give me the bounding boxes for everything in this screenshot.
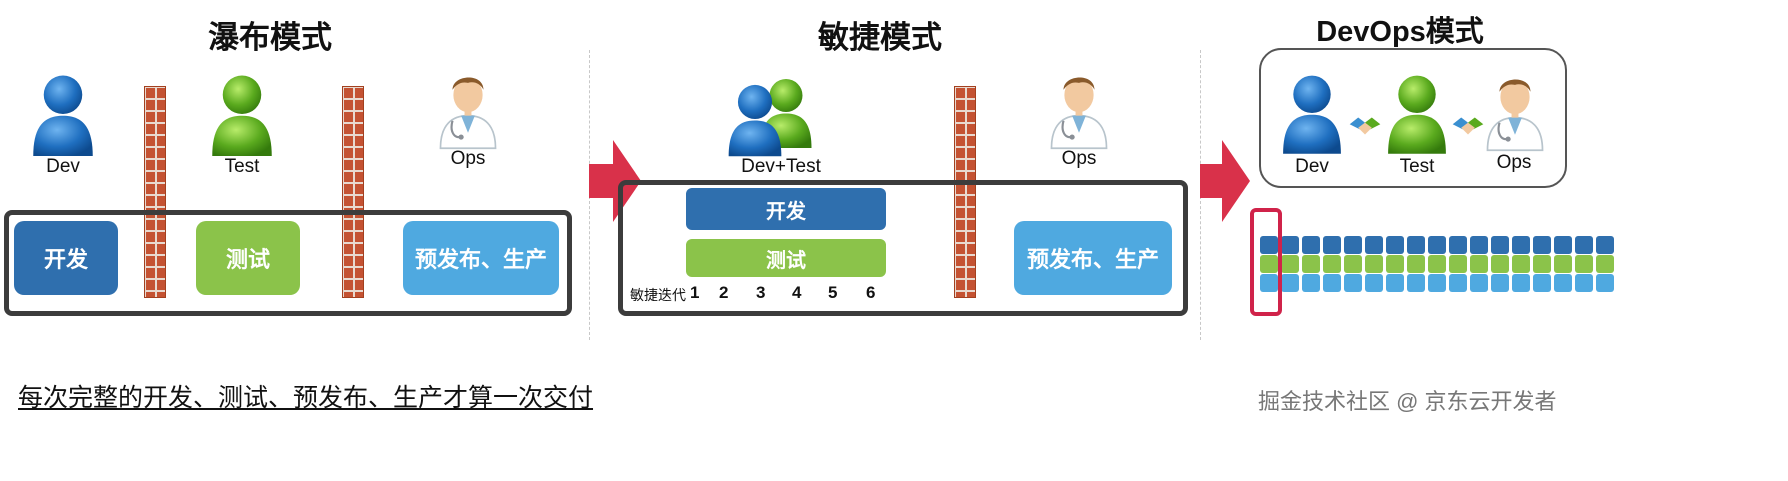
devops-dev-iterations <box>1260 236 1614 254</box>
dev-person-icon <box>1278 70 1346 156</box>
block-dev: 开发 <box>14 221 118 295</box>
iteration-cell <box>1323 255 1341 273</box>
role-label-test: Test <box>1399 156 1435 177</box>
iteration-cell <box>1386 274 1404 292</box>
ops-doctor-icon <box>1043 64 1115 150</box>
iteration-cell <box>1512 274 1530 292</box>
iteration-number: 5 <box>828 283 838 302</box>
footer-caption: 每次完整的开发、测试、预发布、生产才算一次交付 <box>18 384 594 412</box>
role-label-ops: Ops <box>1061 148 1097 169</box>
iteration-number: 3 <box>756 283 766 302</box>
iteration-cell <box>1323 274 1341 292</box>
watermark: 掘金技术社区 @ 京东云开发者 <box>1258 389 1557 414</box>
iteration-cell <box>1533 274 1551 292</box>
iteration-number: 2 <box>719 283 729 302</box>
test-person-icon <box>207 70 277 158</box>
iteration-cell <box>1575 255 1593 273</box>
single-iteration-highlight <box>1250 208 1282 316</box>
dev-person-icon <box>724 80 786 158</box>
iteration-cell <box>1491 274 1509 292</box>
waterfall-title: 瀑布模式 <box>208 20 332 55</box>
iteration-cell <box>1407 274 1425 292</box>
iteration-cell <box>1512 255 1530 273</box>
iteration-cell <box>1470 274 1488 292</box>
block-dev: 开发 <box>686 188 886 230</box>
iteration-cell <box>1449 236 1467 254</box>
role-label-dev: Dev <box>1295 156 1329 177</box>
role-label-dev-test: Dev+Test <box>741 156 821 177</box>
iteration-cell <box>1407 255 1425 273</box>
iteration-cell <box>1428 274 1446 292</box>
devops-title: DevOps模式 <box>1316 16 1484 48</box>
waterfall-delivery-frame <box>4 210 572 316</box>
iteration-cell <box>1554 236 1572 254</box>
iteration-cell <box>1533 236 1551 254</box>
ops-doctor-icon <box>1480 66 1550 152</box>
block-preprod: 预发布、生产 <box>1014 221 1172 295</box>
iteration-cell <box>1302 236 1320 254</box>
role-label-dev: Dev <box>46 156 80 177</box>
iteration-cell <box>1533 255 1551 273</box>
iteration-label: 敏捷迭代 <box>630 287 686 303</box>
iteration-cell <box>1491 236 1509 254</box>
block-test: 测试 <box>686 239 886 277</box>
iteration-number: 1 <box>690 283 700 302</box>
iteration-cell <box>1260 274 1278 292</box>
devops-ops-iterations <box>1260 274 1614 292</box>
iteration-cell <box>1554 274 1572 292</box>
ops-doctor-icon <box>432 64 504 150</box>
block-test: 测试 <box>196 221 300 295</box>
iteration-number: 4 <box>792 283 802 302</box>
handshake-icon <box>1348 112 1382 140</box>
iteration-cell <box>1344 255 1362 273</box>
iteration-number: 6 <box>866 283 876 302</box>
iteration-cell <box>1449 255 1467 273</box>
dev-person-icon <box>28 70 98 158</box>
arrow-right-icon <box>1200 140 1250 222</box>
iteration-cell <box>1344 274 1362 292</box>
iteration-cell <box>1470 255 1488 273</box>
iteration-cell <box>1365 236 1383 254</box>
role-label-ops: Ops <box>450 148 486 169</box>
iteration-cell <box>1512 236 1530 254</box>
iteration-cell <box>1302 274 1320 292</box>
brick-wall <box>954 86 976 298</box>
role-label-ops: Ops <box>1496 152 1532 173</box>
iteration-cell <box>1596 274 1614 292</box>
iteration-cell <box>1575 236 1593 254</box>
iteration-cell <box>1575 274 1593 292</box>
iteration-cell <box>1386 255 1404 273</box>
iteration-cell <box>1302 255 1320 273</box>
iteration-cell <box>1428 236 1446 254</box>
iteration-cell <box>1323 236 1341 254</box>
iteration-cell <box>1596 255 1614 273</box>
iteration-cell <box>1449 274 1467 292</box>
iteration-cell <box>1470 236 1488 254</box>
agile-title: 敏捷模式 <box>818 20 942 55</box>
test-person-icon <box>1383 70 1451 156</box>
arrow-right-icon <box>589 140 641 222</box>
iteration-cell <box>1491 255 1509 273</box>
iteration-cell <box>1344 236 1362 254</box>
iteration-cell <box>1386 236 1404 254</box>
iteration-cell <box>1281 236 1299 254</box>
iteration-cell <box>1428 255 1446 273</box>
role-label-test: Test <box>224 156 260 177</box>
iteration-cell <box>1365 274 1383 292</box>
brick-wall <box>144 86 166 298</box>
iteration-cell <box>1365 255 1383 273</box>
iteration-cell <box>1596 236 1614 254</box>
iteration-cell <box>1260 236 1278 254</box>
iteration-cell <box>1260 255 1278 273</box>
brick-wall <box>342 86 364 298</box>
iteration-cell <box>1281 274 1299 292</box>
iteration-cell <box>1554 255 1572 273</box>
block-preprod: 预发布、生产 <box>403 221 559 295</box>
iteration-cell <box>1407 236 1425 254</box>
iteration-cell <box>1281 255 1299 273</box>
agile-delivery-frame <box>618 180 1188 316</box>
devops-test-iterations <box>1260 255 1614 273</box>
